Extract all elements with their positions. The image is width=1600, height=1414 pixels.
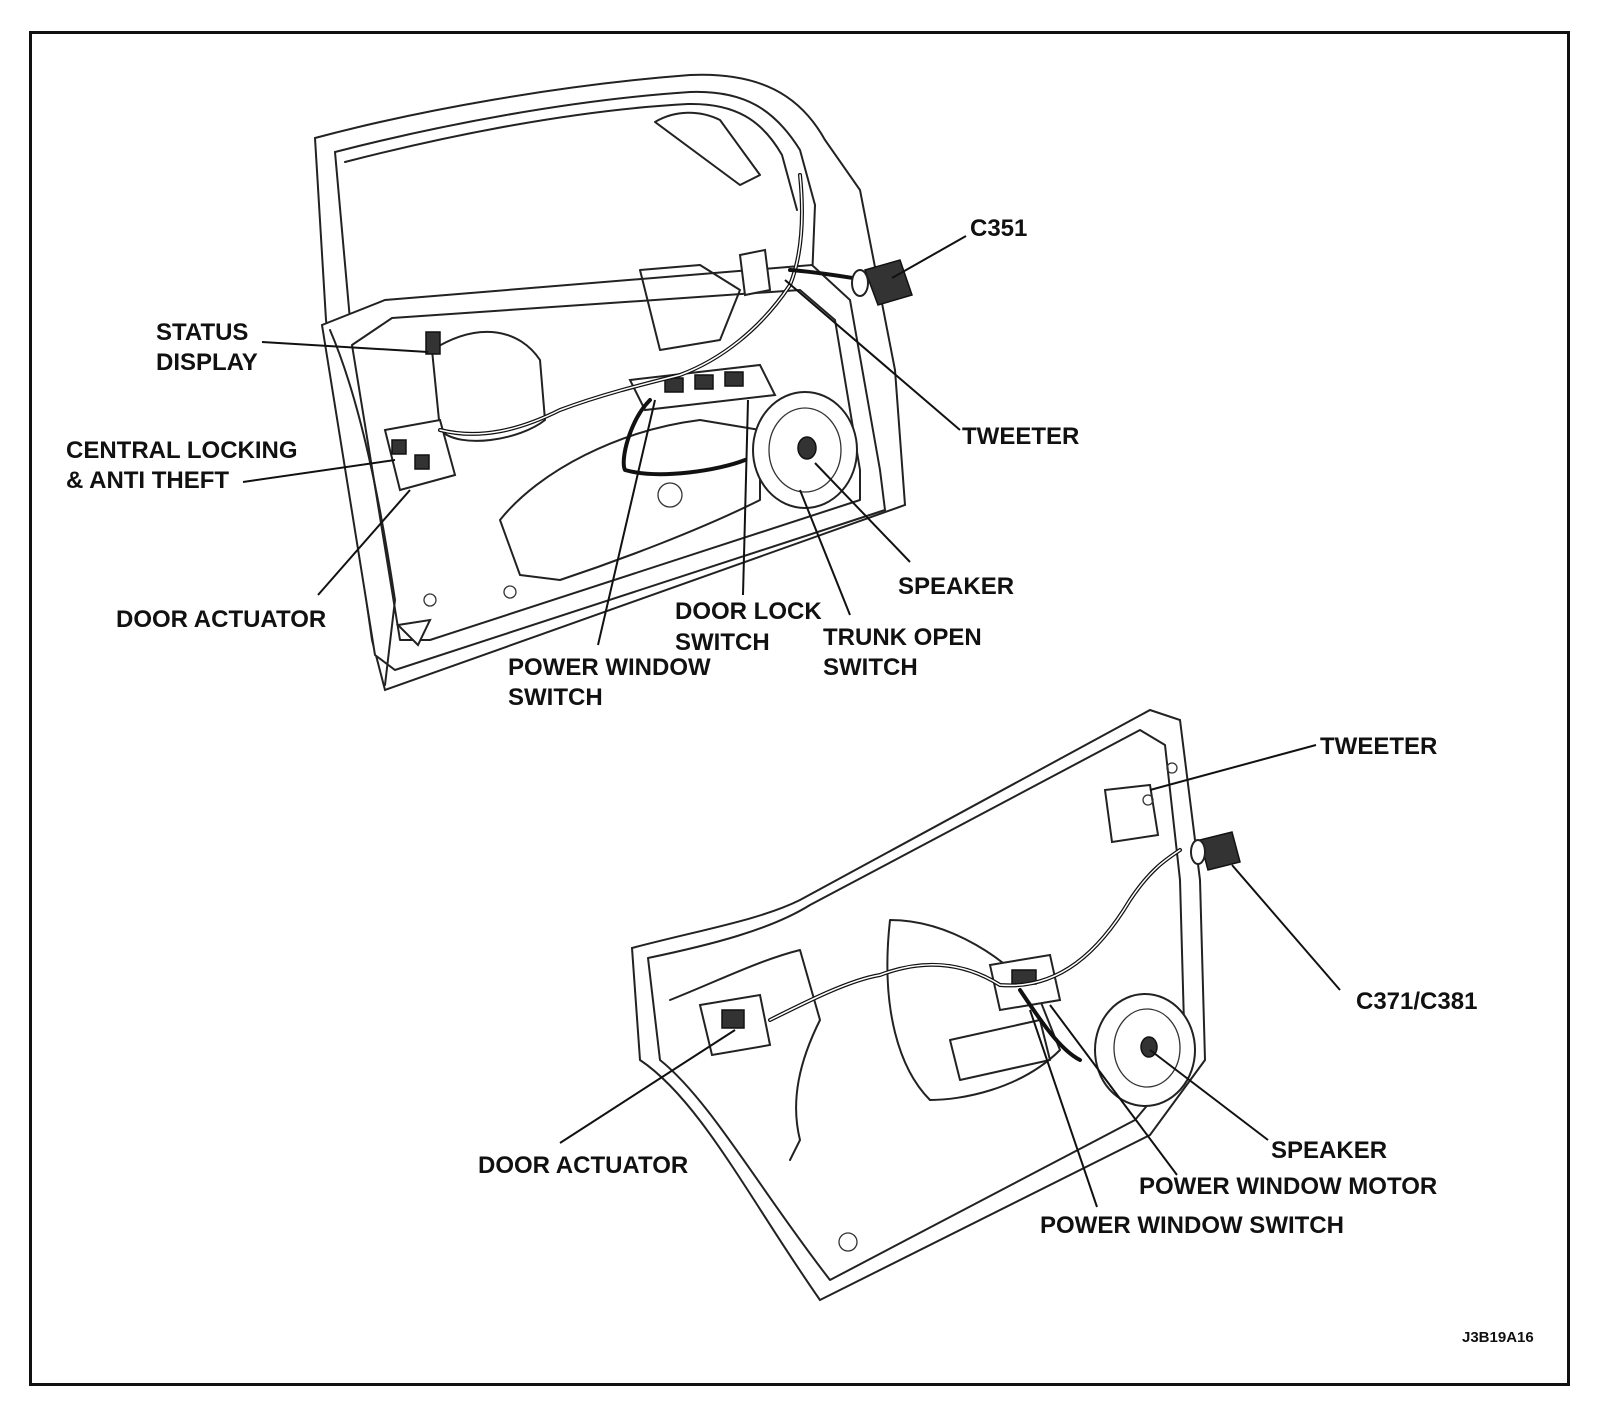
- label-power-window-switch-front-line2: SWITCH: [508, 684, 603, 711]
- leader-lines: [242, 235, 1341, 1208]
- front-door-illustration: [313, 73, 913, 692]
- label-door-lock-switch-line2: SWITCH: [675, 629, 770, 656]
- label-central-locking-line2: & ANTI THEFT: [66, 467, 229, 494]
- label-door-actuator-rear: DOOR ACTUATOR: [478, 1152, 688, 1179]
- label-trunk-open-switch-line1: TRUNK OPEN: [823, 624, 982, 651]
- figure-code: J3B19A16: [1462, 1329, 1534, 1346]
- label-speaker-rear: SPEAKER: [1271, 1137, 1387, 1164]
- label-power-window-switch-rear: POWER WINDOW SWITCH: [1040, 1212, 1344, 1239]
- label-c351: C351: [970, 215, 1027, 242]
- label-c371-c381: C371/C381: [1356, 988, 1477, 1015]
- label-tweeter-rear: TWEETER: [1320, 733, 1437, 760]
- label-speaker-front: SPEAKER: [898, 573, 1014, 600]
- front-door-labels: C351 STATUS DISPLAY TWEETER CENTRAL LOCK…: [66, 215, 1079, 711]
- label-status-display-line2: DISPLAY: [156, 349, 258, 376]
- label-power-window-switch-front-line1: POWER WINDOW: [508, 654, 711, 681]
- label-door-lock-switch-line1: DOOR LOCK: [675, 598, 822, 625]
- label-central-locking-line1: CENTRAL LOCKING: [66, 437, 298, 464]
- label-power-window-motor: POWER WINDOW MOTOR: [1139, 1173, 1437, 1200]
- rear-door-illustration: [630, 708, 1241, 1302]
- label-door-actuator-front: DOOR ACTUATOR: [116, 606, 326, 633]
- label-trunk-open-switch-line2: SWITCH: [823, 654, 918, 681]
- label-status-display-line1: STATUS: [156, 319, 248, 346]
- label-tweeter-front: TWEETER: [962, 423, 1079, 450]
- rear-door-labels: TWEETER C371/C381 SPEAKER POWER WINDOW M…: [478, 733, 1477, 1239]
